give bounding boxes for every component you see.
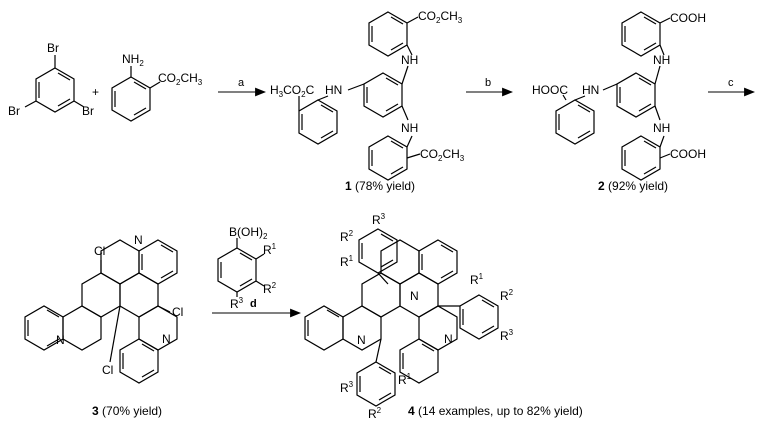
reagent-d: d — [250, 298, 257, 310]
nh-bottom: NH — [653, 121, 670, 135]
ester-top: CO2CH3 — [418, 9, 463, 25]
n-top: N — [134, 233, 143, 247]
hn-left: HN — [582, 83, 599, 97]
br-top: Br — [47, 41, 59, 55]
r1-right: R1 — [470, 272, 484, 287]
co2ch3-label: CO2CH3 — [158, 71, 203, 87]
nh2-label: NH2 — [122, 52, 144, 68]
nh-top: NH — [653, 53, 670, 67]
nh-bottom: NH — [401, 121, 418, 135]
boronic-acid-d: B(OH)2 R1 R2 R3 — [217, 225, 277, 311]
r2-bottom: R2 — [368, 406, 382, 421]
reagent-a: a — [238, 77, 245, 89]
r1-label: R1 — [263, 242, 277, 257]
r2-label: R2 — [263, 281, 277, 296]
r1-bottom: R1 — [398, 372, 412, 387]
cooh-top: COOH — [670, 11, 706, 25]
hooc-left: HOOC — [532, 83, 568, 97]
plus-sign: + — [92, 85, 99, 99]
compound-2: NH COOH HN HOOC NH COOH — [532, 11, 706, 181]
r3-label: R3 — [230, 296, 244, 311]
r3-top: R3 — [372, 212, 386, 227]
br-right: Br — [82, 104, 94, 118]
boh2-label: B(OH)2 — [229, 225, 268, 241]
compound-1-caption: 1 (78% yield) — [345, 179, 415, 193]
n-top: N — [410, 289, 419, 303]
ester-left: H3CO2C — [270, 83, 315, 99]
r3-bottom: R3 — [340, 380, 354, 395]
cl-right: Cl — [172, 305, 183, 319]
cl-bottom: Cl — [102, 363, 113, 377]
r2-right: R2 — [500, 288, 514, 303]
compound-2-caption: 2 (92% yield) — [598, 179, 668, 193]
cooh-bottom: COOH — [670, 147, 706, 161]
reagent-c: c — [728, 77, 734, 89]
r2-top: R2 — [340, 229, 354, 244]
n-left: N — [357, 333, 366, 347]
n-bottom: N — [162, 332, 171, 346]
r3-right: R3 — [500, 328, 514, 343]
cl-top: Cl — [94, 244, 105, 258]
r1-top: R1 — [340, 254, 354, 269]
compound-3: Cl Cl Cl N N N — [24, 233, 183, 384]
ester-bottom: CO2CH3 — [420, 147, 465, 163]
reagent-b: b — [485, 77, 491, 89]
nh-top: NH — [401, 53, 418, 67]
compound-4-caption: 4 (14 examples, up to 82% yield) — [408, 404, 583, 418]
tribromobenzene: Br Br Br — [8, 41, 94, 118]
n-left: N — [56, 333, 65, 347]
compound-4: R3 R2 R1 N N N R1 R2 R3 — [304, 212, 514, 421]
n-bottom: N — [444, 332, 453, 346]
compound-1: NH CO2CH3 HN H3CO2C NH CO2CH3 — [270, 9, 465, 181]
compound-3-caption: 3 (70% yield) — [92, 404, 162, 418]
br-left: Br — [8, 104, 20, 118]
methyl-anthranilate: NH2 CO2CH3 — [111, 52, 203, 122]
hn-left: HN — [325, 83, 342, 97]
